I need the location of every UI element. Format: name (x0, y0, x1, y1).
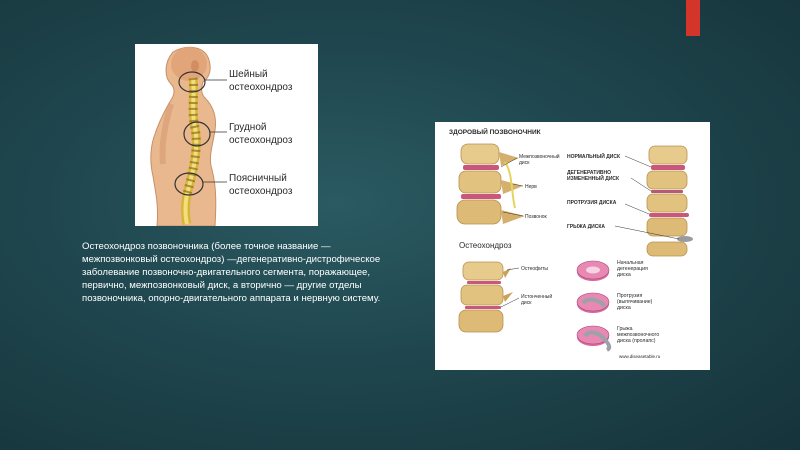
initial-degen-label-1: Начальная (617, 260, 644, 266)
degen-disc-label-2: ИЗМЕНЕННЫЙ ДИСК (567, 174, 620, 182)
healthy-spine-drawing (456, 143, 525, 225)
osteochondrosis-title: Остеохондроз (459, 241, 512, 250)
degen-disc-label-1: ДЕГЕНЕРАТИВНО (567, 170, 611, 176)
disc-protrusion (576, 292, 610, 313)
osteo-spine-drawing (458, 261, 513, 333)
cervical-label-2: остеохондроз (229, 82, 293, 93)
disc-label-1: Межпозвоночный (519, 153, 560, 160)
osteophytes-label: Остеофиты (521, 266, 548, 272)
thoracic-label-2: остеохондроз (229, 135, 293, 146)
disc-label-2: диск (519, 160, 530, 166)
healthy-spine-title: ЗДОРОВЫЙ ПОЗВОНОЧНИК (449, 127, 541, 136)
protrusion-label: ПРОТРУЗИЯ ДИСКА (567, 200, 617, 206)
disc-hernia (576, 325, 612, 352)
initial-degen-label-3: диска (617, 272, 631, 278)
hernia-stage-label-1: Грыжа (617, 326, 633, 332)
disc-initial-degeneration (576, 260, 610, 281)
watermark: www.diseasetable.ru (619, 354, 661, 359)
protrusion-stage-label-3: диска (617, 305, 631, 311)
lumbar-marker (174, 172, 204, 196)
vertebra-label: Позвонок (525, 214, 548, 220)
protrusion-stage-label-1: Протрузия (617, 293, 642, 299)
nerve-label: Нерв (525, 184, 537, 190)
lumbar-label-2: остеохондроз (229, 186, 293, 197)
cervical-label-1: Шейный (229, 69, 268, 80)
lumbar-label-1: Поясничный (229, 173, 287, 184)
normal-disc-label: НОРМАЛЬНЫЙ ДИСК (567, 152, 621, 160)
ear (191, 60, 199, 72)
osteochondrosis-illustration: ЗДОРОВЫЙ ПОЗВОНОЧНИК Межпозвоночный диск… (435, 122, 710, 370)
thinned-disc-label-1: Истонченный (521, 293, 552, 300)
thoracic-label-1: Грудной (229, 122, 266, 133)
description-caption: Остеохондроз позвоночника (более точное … (82, 241, 381, 304)
stage-spine-drawing (646, 145, 693, 257)
thinned-disc-label-2: диск (521, 300, 532, 306)
protrusion-stage-label-2: (выпячивание) (617, 299, 653, 305)
initial-degen-label-2: дегенерация (617, 266, 648, 272)
hernia-stage-label-3: диска (пролапс) (617, 338, 656, 344)
hernia-stage-label-2: межпозвоночного (617, 332, 659, 338)
spine-regions-illustration: Шейный остеохондроз Грудной остеохондроз… (135, 44, 318, 226)
hernia-label: ГРЫЖА ДИСКА (567, 224, 605, 230)
cervical-marker (178, 71, 206, 93)
body-silhouette (150, 46, 217, 226)
accent-bar (686, 0, 700, 36)
thoracic-marker (183, 121, 211, 147)
